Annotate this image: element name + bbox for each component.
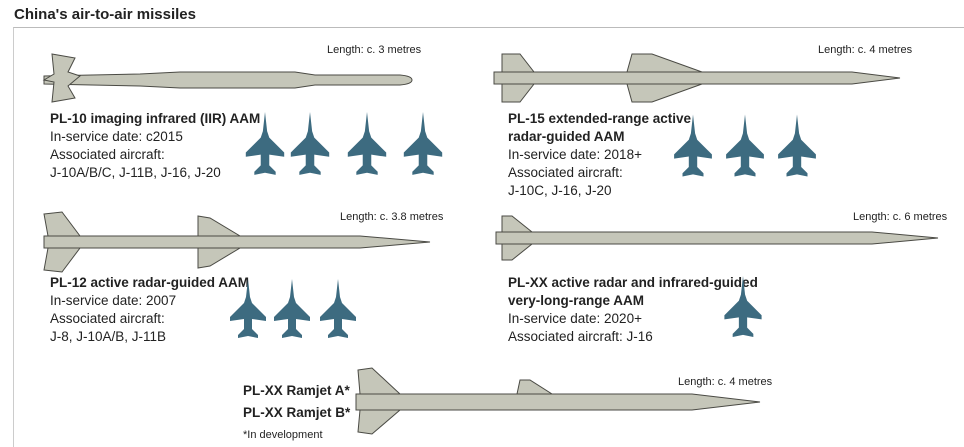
- aircraft-icon: [347, 112, 387, 175]
- frame: [13, 27, 964, 447]
- plxx-aircraft: [724, 276, 762, 337]
- missile-pl10-illustration: [42, 53, 413, 103]
- page-title: China's air-to-air missiles: [14, 6, 196, 23]
- missile-name: PL-10 imaging infrared (IIR) AAM: [50, 111, 261, 126]
- pl15-info: PL-15 extended-range active radar-guided…: [508, 110, 691, 200]
- service-date: In-service date: c2015: [50, 129, 183, 144]
- pl12-info: PL-12 active radar-guided AAM In-service…: [50, 274, 249, 346]
- service-date: In-service date: 2018+: [508, 147, 642, 162]
- length-label: Length: c. 6 metres: [853, 211, 948, 223]
- missile-name-line2: radar-guided AAM: [508, 129, 625, 144]
- aircraft-icon: [290, 112, 330, 175]
- length-label: Length: c. 4 metres: [818, 44, 913, 56]
- aircraft-icon: [245, 112, 285, 175]
- length-label: Length: c. 3.8 metres: [340, 211, 444, 223]
- missile-pl12-illustration: [43, 211, 431, 273]
- service-date: In-service date: 2007: [50, 293, 177, 308]
- length-label: Length: c. 4 metres: [678, 376, 773, 388]
- ramjet-info: PL-XX Ramjet A* PL-XX Ramjet B* *In deve…: [243, 380, 350, 446]
- missile-pl15-illustration: [493, 53, 901, 103]
- missile-plxx-illustration: [495, 215, 939, 261]
- aircraft-icon: [403, 112, 443, 175]
- aircraft-label: Associated aircraft:: [50, 147, 165, 162]
- aircraft-list: J-10A/B/C, J-11B, J-16, J-20: [50, 165, 221, 180]
- aircraft-list: J-10C, J-16, J-20: [508, 183, 612, 198]
- aircraft-list: Associated aircraft: J-16: [508, 329, 653, 344]
- missile-ramjet-illustration: [355, 367, 761, 435]
- missile-name-line2: PL-XX Ramjet B*: [243, 405, 351, 420]
- pl10-aircraft: [245, 112, 443, 175]
- development-note: *In development: [243, 429, 323, 441]
- aircraft-list: J-8, J-10A/B, J-11B: [50, 329, 167, 344]
- missile-name-line2: very-long-range AAM: [508, 293, 645, 308]
- pl15-aircraft: [674, 114, 816, 177]
- missile-name: PL-XX Ramjet A*: [243, 383, 350, 398]
- plxx-info: PL-XX active radar and infrared-guided v…: [508, 274, 758, 346]
- pl12-aircraft: [230, 279, 356, 338]
- aircraft-label: Associated aircraft:: [50, 311, 165, 326]
- pl10-info: PL-10 imaging infrared (IIR) AAM In-serv…: [50, 110, 260, 182]
- missile-name: PL-12 active radar-guided AAM: [50, 275, 250, 290]
- aircraft-label: Associated aircraft:: [508, 165, 623, 180]
- length-label: Length: c. 3 metres: [327, 44, 422, 56]
- service-date: In-service date: 2020+: [508, 311, 642, 326]
- missile-name: PL-XX active radar and infrared-guided: [508, 275, 758, 290]
- missile-name: PL-15 extended-range active: [508, 111, 692, 126]
